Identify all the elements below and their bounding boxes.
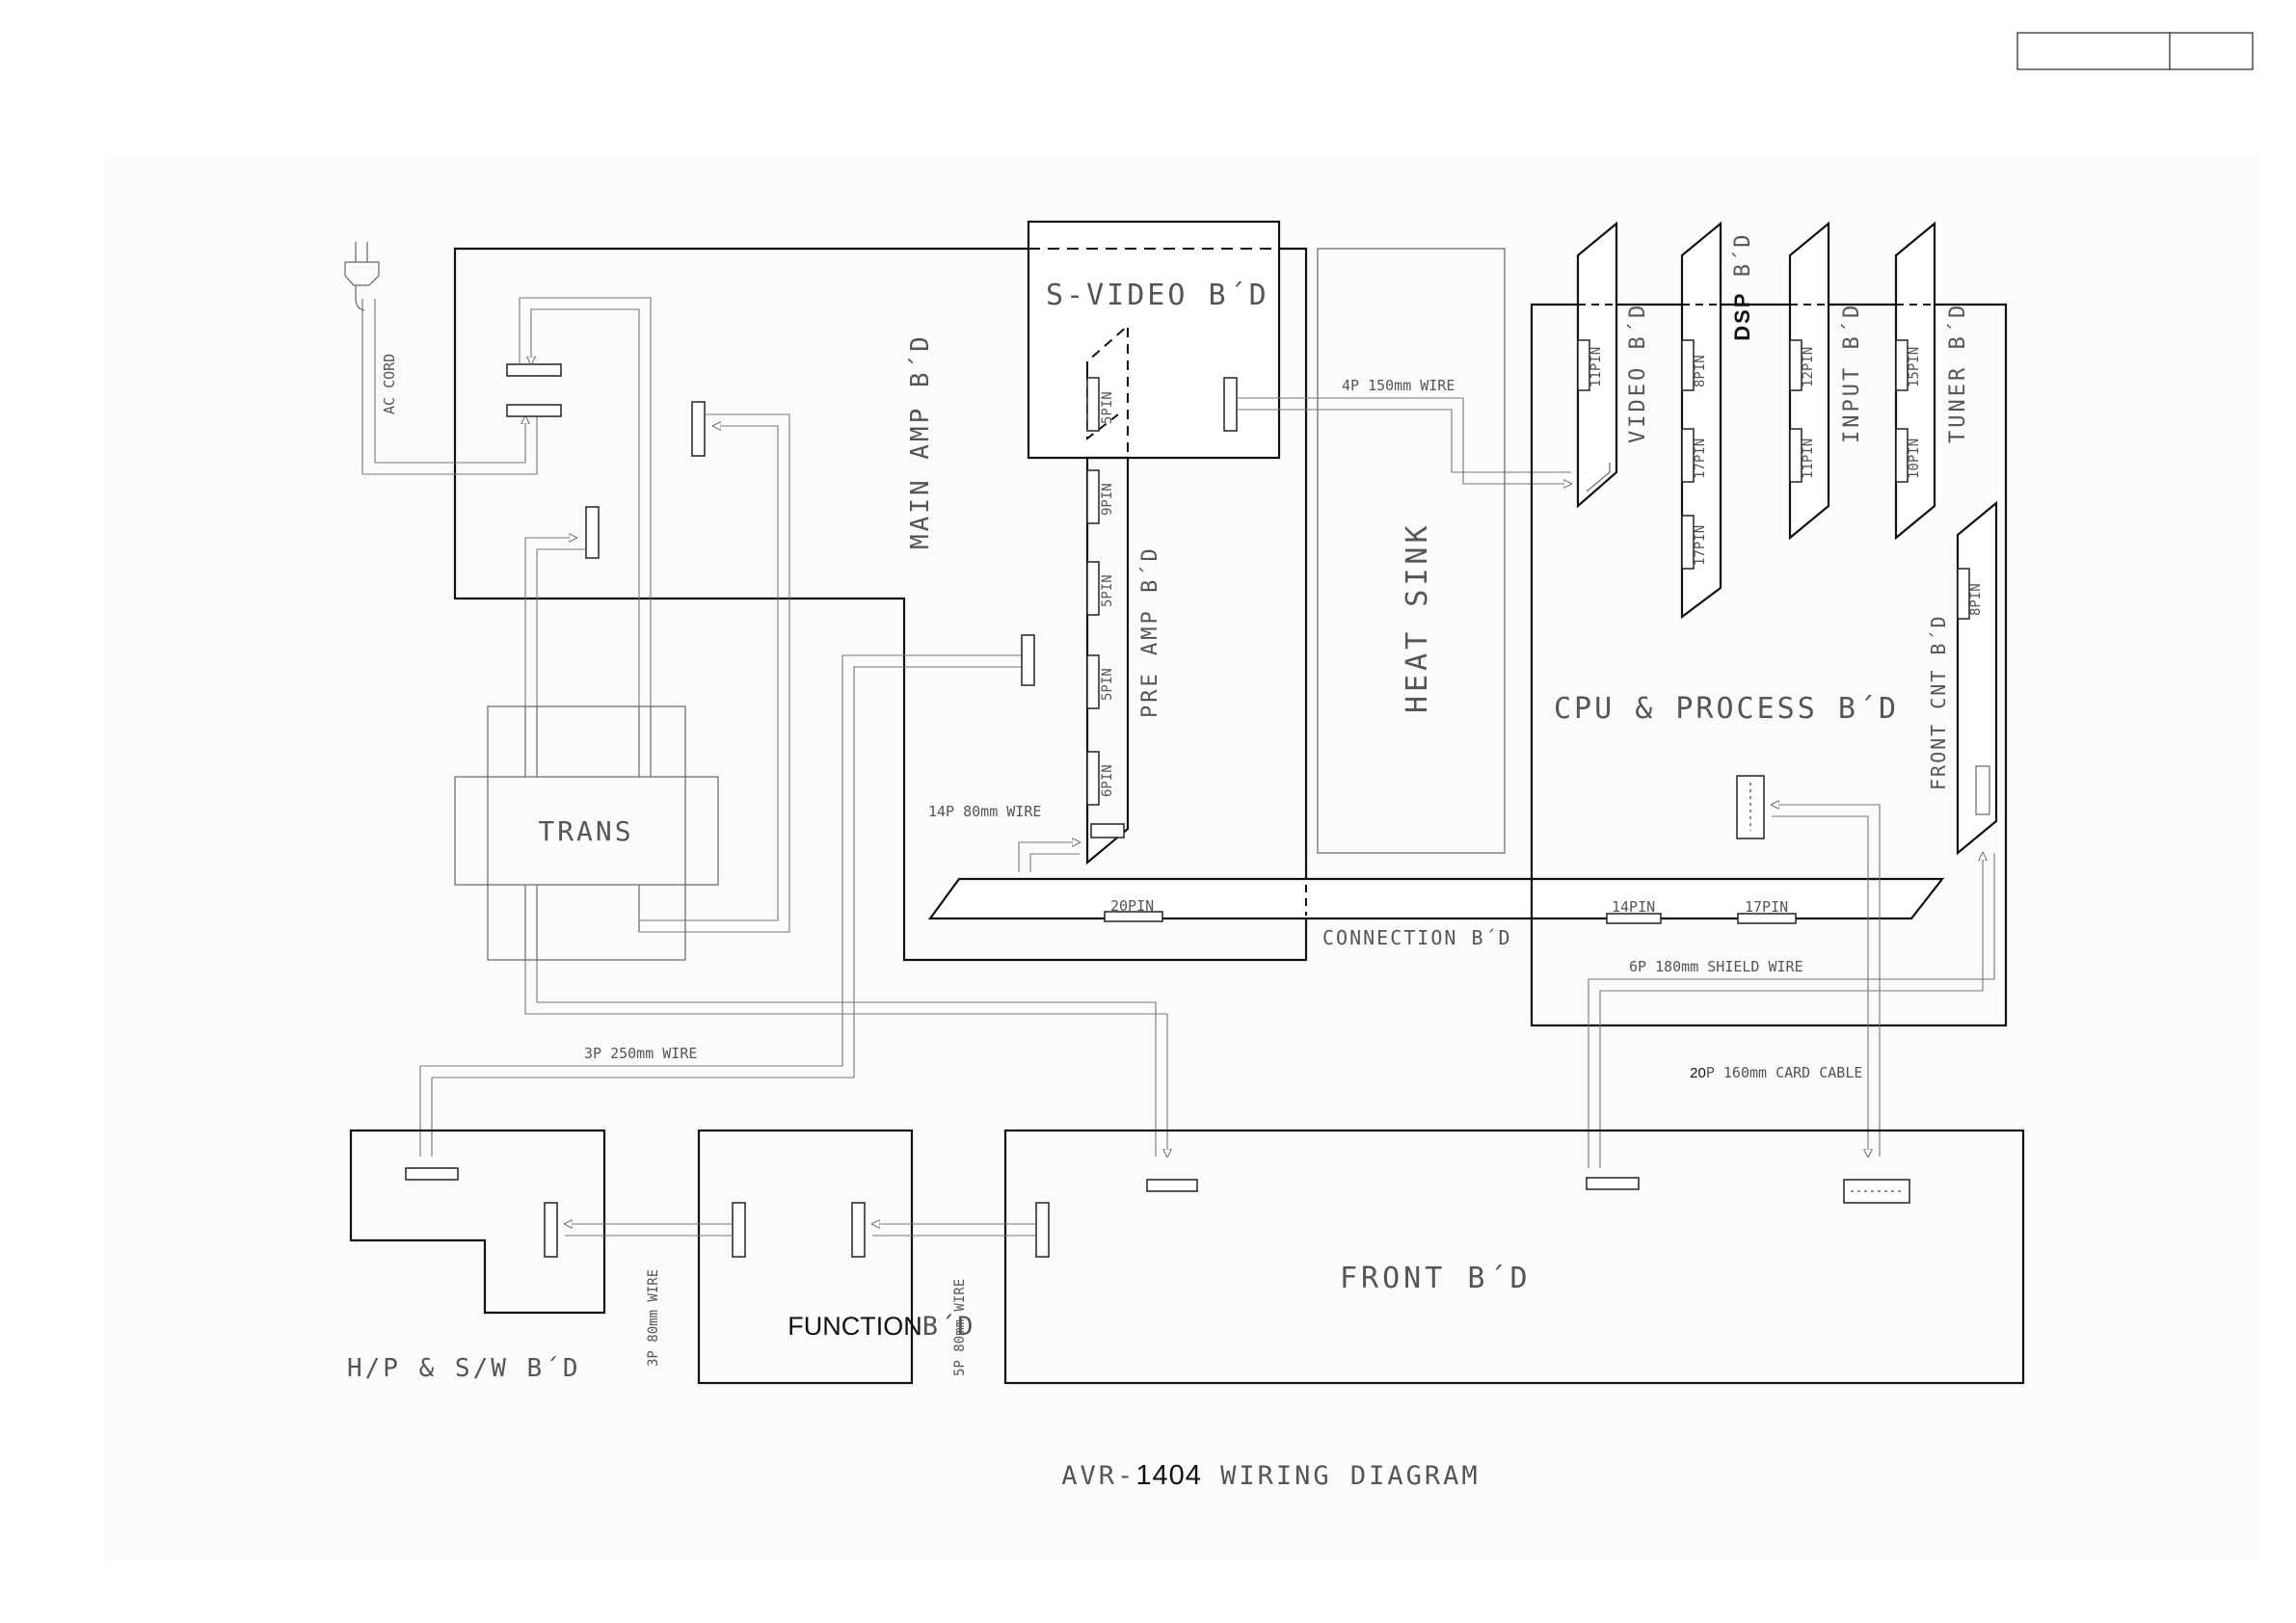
main-amp-connector-5	[1021, 634, 1035, 686]
title-block	[2016, 32, 2254, 70]
pre-amp-board	[1085, 456, 1130, 865]
main-amp-connector-3	[585, 506, 600, 559]
function-board-label: FUNCTIONB´D	[709, 1312, 1022, 1342]
wire-4p-label: 4P 150mm WIRE	[1342, 377, 1455, 394]
hp-sw-board-label: H/P & S/W B´D	[347, 1354, 581, 1383]
function-3p-connector	[732, 1202, 746, 1258]
cpu-card-cable-connector	[1736, 775, 1765, 839]
pre-amp-14p-connector	[1090, 823, 1125, 838]
trans-label: TRANS	[538, 815, 633, 847]
dsp-8pin-label: 8PIN	[1693, 355, 1708, 387]
title-prefix: AVR-	[1061, 1461, 1135, 1491]
connection-14pin-connector	[1606, 913, 1662, 924]
diagram-title: AVR-1404 WIRING DIAGRAM	[969, 1460, 1535, 1491]
wire-6p-shield-label: 6P 180mm SHIELD WIRE	[1629, 958, 1803, 975]
input-11pin-connector	[1789, 428, 1802, 483]
input-12pin-connector	[1789, 339, 1802, 391]
connection-board-label: CONNECTION B´D	[1322, 926, 1512, 949]
video-board	[1532, 221, 1618, 509]
cpu-process-board-label: CPU & PROCESS B´D	[1554, 692, 1899, 726]
main-amp-board-label: MAIN AMP B´D	[906, 333, 935, 549]
hp-sw-3p-250-connector	[405, 1167, 459, 1181]
main-amp-board	[453, 247, 1308, 962]
card-cable-label: 20P 160mm CARD CABLE	[1646, 1064, 1889, 1081]
pre-amp-9pin-label: 9PIN	[1100, 483, 1115, 516]
connection-17pin-connector	[1737, 913, 1797, 924]
front-cnt-board-label: FRONT CNT B´D	[1927, 614, 1950, 790]
video-board-label: VIDEO B´D	[1626, 303, 1650, 443]
connection-14pin-label: 14PIN	[1612, 898, 1655, 916]
video-11pin-label: 11PIN	[1589, 347, 1604, 387]
s-video-5pin-label: 5PIN	[1100, 391, 1115, 424]
pre-amp-6pin-label: 6PIN	[1100, 764, 1115, 797]
title-suffix: WIRING DIAGRAM	[1202, 1461, 1481, 1491]
connection-20pin-connector	[1104, 911, 1163, 922]
dsp-17pin-a-label: 17PIN	[1693, 439, 1708, 479]
heat-sink	[1317, 248, 1506, 854]
tuner-15pin-connector	[1895, 339, 1909, 391]
main-amp-connector-1	[506, 363, 562, 377]
dsp-8pin-connector	[1681, 339, 1695, 391]
front-board-label: FRONT B´D	[1340, 1262, 1532, 1295]
s-video-board	[1027, 220, 1281, 460]
dsp-suffix-text: B´D	[1731, 233, 1755, 292]
pre-amp-5pin-b-label: 5PIN	[1100, 668, 1115, 701]
front-board	[1003, 1129, 2025, 1385]
video-11pin-connector	[1577, 339, 1590, 391]
function-suffix-text: B´D	[922, 1312, 975, 1342]
pre-amp-9pin-connector	[1086, 469, 1100, 524]
wire-5p-80-label: 5P 80mm WIRE	[952, 1279, 968, 1376]
wire-14p-label: 14P 80mm WIRE	[928, 803, 1041, 820]
pre-amp-5pin-b-connector	[1086, 654, 1100, 709]
title-model: 1404	[1135, 1460, 1202, 1491]
hp-sw-3p-80-connector	[544, 1202, 558, 1258]
connection-17pin-label: 17PIN	[1745, 898, 1788, 916]
s-video-4p-connector	[1223, 377, 1238, 432]
s-video-board-label: S-VIDEO B´D	[1046, 279, 1269, 312]
pre-amp-5pin-a-connector	[1086, 561, 1100, 616]
pre-amp-6pin-connector	[1086, 751, 1100, 806]
card-cable-suffix: P 160mm CARD CABLE	[1706, 1064, 1863, 1081]
dsp-bold-text: DSP	[1730, 292, 1754, 341]
tuner-10pin-label: 10PIN	[1907, 439, 1922, 479]
main-amp-connector-4	[691, 401, 706, 457]
main-amp-connector-2	[506, 404, 562, 417]
input-12pin-label: 12PIN	[1801, 347, 1816, 387]
card-cable-bold: 20	[1690, 1065, 1706, 1081]
dsp-board-label: DSP B´D	[1730, 189, 1755, 414]
tuner-10pin-connector	[1895, 428, 1909, 483]
ac-cord-label: AC CORD	[381, 354, 398, 414]
tuner-15pin-label: 15PIN	[1907, 347, 1922, 387]
pre-amp-5pin-a-label: 5PIN	[1100, 574, 1115, 607]
pre-amp-board-label: PRE AMP B´D	[1138, 545, 1162, 718]
function-board	[697, 1129, 914, 1385]
wire-3p-250-label: 3P 250mm WIRE	[584, 1045, 697, 1062]
dsp-17pin-b-label: 17PIN	[1693, 525, 1708, 566]
front-cnt-board	[1956, 500, 1998, 856]
front-5p-connector	[1035, 1202, 1050, 1258]
function-bold-text: FUNCTION	[788, 1312, 921, 1341]
dsp-17pin-a-connector	[1681, 428, 1695, 483]
ac-cord-wire	[361, 299, 538, 475]
front-cnt-8pin-label: 8PIN	[1968, 583, 1984, 616]
function-5p-connector	[851, 1202, 866, 1258]
tuner-board-label: TUNER B´D	[1946, 303, 1970, 443]
heat-sink-label: HEAT SINK	[1401, 521, 1434, 713]
wire-3p-80-label: 3P 80mm WIRE	[646, 1269, 661, 1367]
front-connector-2	[1586, 1177, 1640, 1190]
transformer	[454, 705, 719, 961]
input-11pin-label: 11PIN	[1801, 439, 1816, 479]
front-cnt-8pin-connector	[1957, 568, 1970, 620]
s-video-5pin-connector	[1086, 377, 1100, 432]
connection-board	[927, 877, 1945, 920]
hp-sw-board	[349, 1129, 606, 1315]
dsp-17pin-b-connector	[1681, 515, 1695, 570]
connection-20pin-label: 20PIN	[1110, 897, 1154, 915]
input-board-label: INPUT B´D	[1840, 303, 1864, 443]
front-connector-1	[1146, 1179, 1198, 1192]
